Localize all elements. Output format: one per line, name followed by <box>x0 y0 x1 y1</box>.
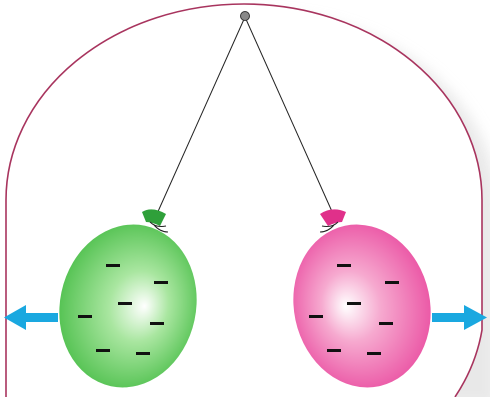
charge-minus <box>106 264 120 267</box>
charge-minus <box>118 302 132 305</box>
charge-minus <box>379 322 393 325</box>
charge-minus <box>385 281 399 284</box>
pivot-point-icon <box>241 12 250 21</box>
charge-minus <box>327 349 341 352</box>
charge-minus <box>367 352 381 355</box>
charge-minus <box>337 264 351 267</box>
charge-minus <box>150 322 164 325</box>
charge-minus <box>309 315 323 318</box>
charge-minus <box>347 302 361 305</box>
charge-minus <box>78 315 92 318</box>
charge-minus <box>136 352 150 355</box>
charge-minus <box>154 281 168 284</box>
charge-minus <box>96 349 110 352</box>
